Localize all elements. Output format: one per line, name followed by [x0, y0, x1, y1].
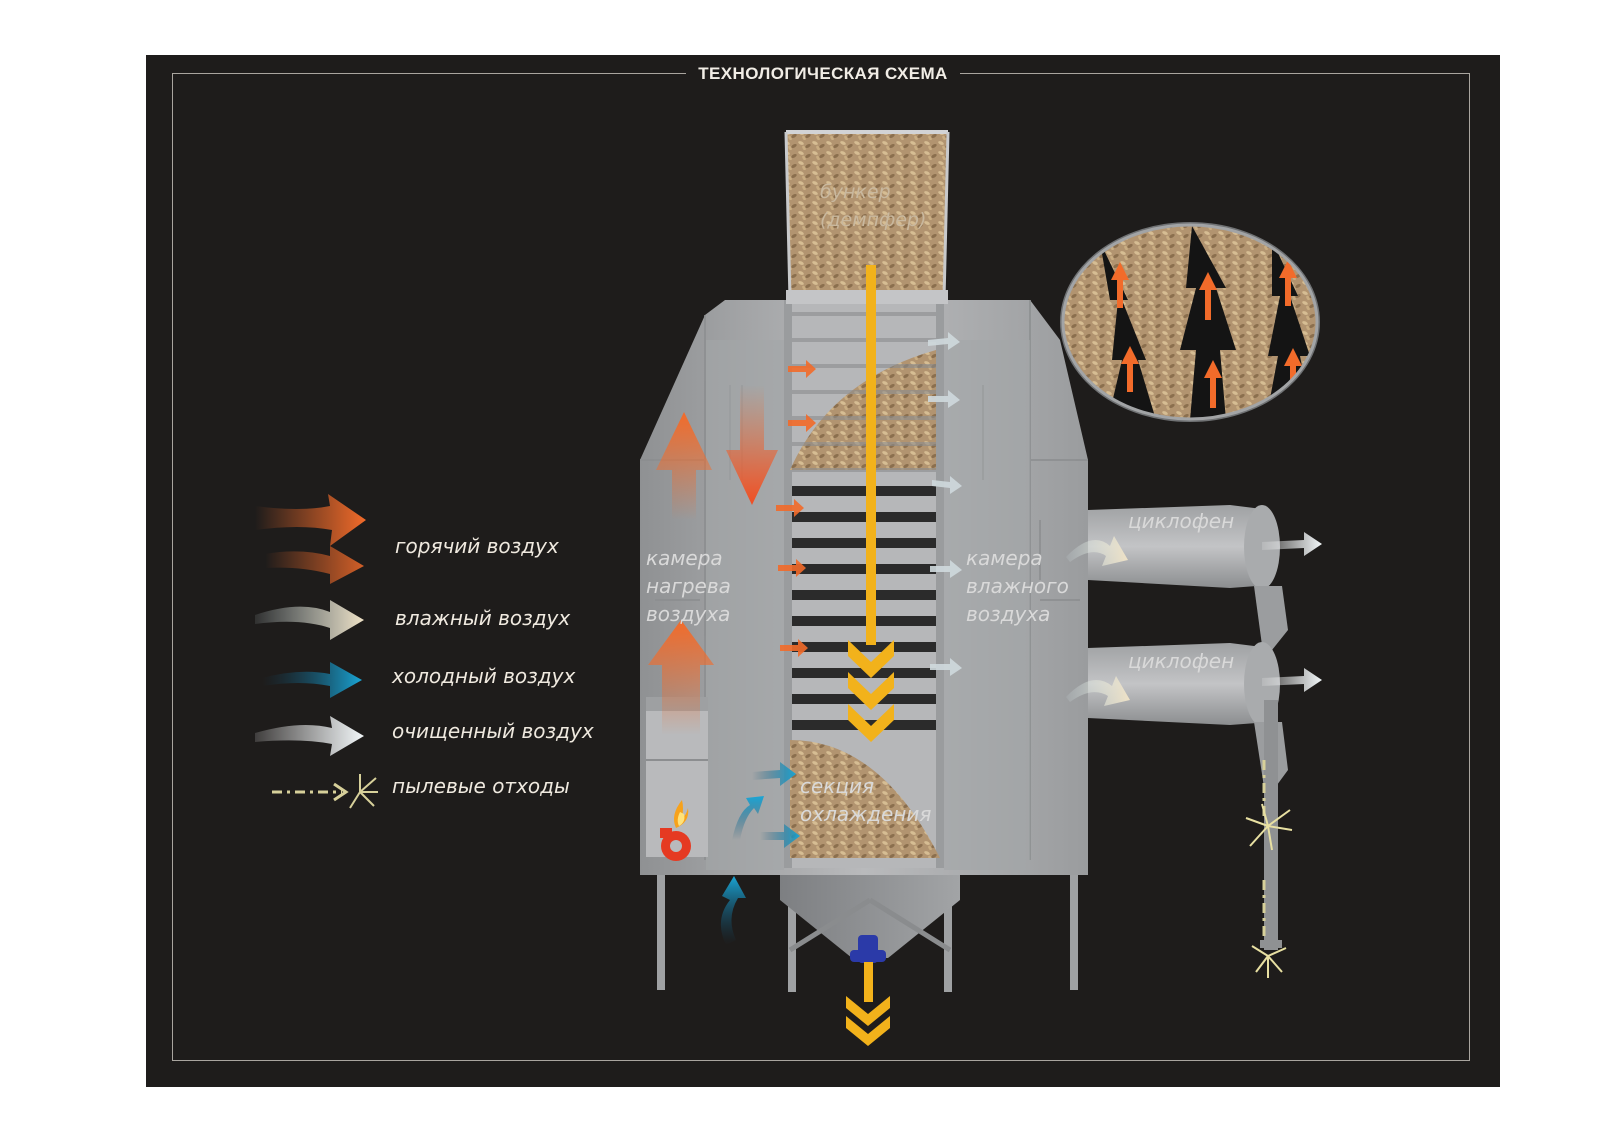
- cyclones: [1066, 505, 1322, 978]
- bottom-hopper: [780, 868, 960, 958]
- louver-slat: [792, 390, 936, 394]
- legend-dust-waste: пылевые отходы: [392, 774, 570, 798]
- legend-clean-air: очищенный воздух: [392, 719, 594, 743]
- cooling-section-label-1: секция: [800, 774, 874, 798]
- legend-dust-waste-arrow: [272, 774, 378, 809]
- output-grain-arrow: [846, 962, 890, 1046]
- legend-moist-air-arrow: [255, 600, 364, 640]
- cooling-section-label-2: охлаждения: [800, 802, 931, 826]
- hot-air-flows: [648, 360, 816, 735]
- clean-air-out-1: [1262, 532, 1322, 556]
- legend-cold-air: холодный воздух: [391, 664, 575, 688]
- louver-slat: [792, 338, 936, 342]
- legend-hot-air: горячий воздух: [395, 534, 559, 558]
- louver-slat: [792, 564, 936, 574]
- dust-burst-icon: [1245, 803, 1293, 851]
- louver-slat: [792, 590, 936, 600]
- bunker-label-2: (демпфер): [820, 209, 926, 231]
- legend-cold-air-arrow: [262, 662, 362, 698]
- grain-pile-cooling: [790, 740, 940, 858]
- legend-clean-air-arrow: [255, 716, 364, 756]
- dryer-body: [640, 300, 1088, 992]
- bunker-label-1: бункер: [820, 181, 891, 203]
- louver-slat: [792, 538, 936, 548]
- moist-chamber-label-1: камера: [966, 546, 1043, 570]
- clean-air-out-2: [1262, 668, 1322, 692]
- legend: горячий воздух влажный воздух холодный в…: [255, 494, 594, 809]
- diagram-title: ТЕХНОЛОГИЧЕСКАЯ СХЕМА: [146, 61, 1500, 87]
- louver-slat: [792, 416, 936, 420]
- cyclone-2-label: циклофен: [1128, 649, 1234, 673]
- flame-icon: [674, 800, 689, 828]
- heat-chamber-label-1: камера: [646, 546, 723, 570]
- cyclone-1-label: циклофен: [1128, 509, 1234, 533]
- magnified-grain-view: [1060, 222, 1320, 422]
- heat-chamber-label-2: нагрева: [646, 574, 731, 598]
- louver-slat: [792, 442, 936, 446]
- diagram-title-text: ТЕХНОЛОГИЧЕСКАЯ СХЕМА: [686, 61, 960, 87]
- louver-slat: [792, 486, 936, 496]
- louver-slat: [792, 668, 936, 678]
- louver-slat: [792, 468, 936, 472]
- dust-burst-icon-2: [1251, 945, 1287, 978]
- louver-slat: [792, 364, 936, 368]
- moist-chamber-label-3: воздуха: [966, 602, 1050, 626]
- legend-moist-air: влажный воздух: [395, 606, 570, 630]
- louver-slat: [792, 312, 936, 316]
- moist-chamber-label-2: влажного: [966, 574, 1069, 598]
- cold-air-flows: [720, 762, 800, 945]
- grain-flow-arrow: [848, 265, 894, 742]
- discharge-valve-icon: [850, 935, 886, 963]
- louver-slat: [792, 642, 936, 652]
- moist-air-flows: [928, 332, 962, 676]
- diagram-labels: бункер (демпфер) камера нагрева воздуха …: [646, 181, 1234, 826]
- legend-hot-air-arrow: [255, 494, 366, 584]
- heat-chamber-label-3: воздуха: [646, 602, 730, 626]
- grain-pile-upper: [790, 350, 936, 470]
- louver-slat: [792, 512, 936, 522]
- louver-slat: [792, 616, 936, 626]
- cyclone-2: [1088, 642, 1288, 800]
- burner-fan-icon: [660, 828, 691, 861]
